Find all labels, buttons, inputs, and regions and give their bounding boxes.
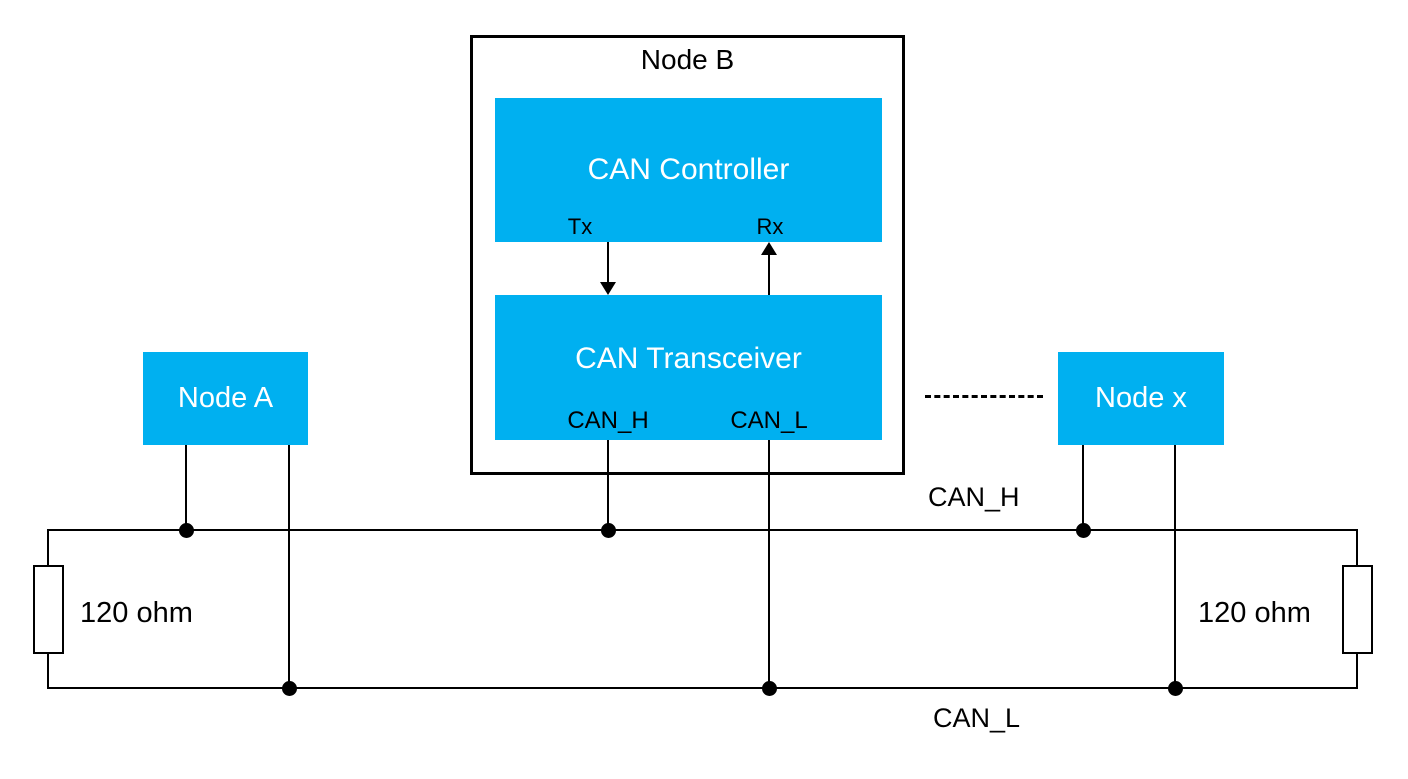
tx-arrow-down-icon — [600, 282, 616, 295]
left-terminator-label: 120 ohm — [80, 597, 193, 629]
node-x-can-h-drop-line — [1082, 445, 1084, 530]
tx-pin-label: Tx — [567, 214, 593, 239]
right-terminator-top-lead — [1356, 529, 1358, 567]
right-terminator-resistor — [1342, 565, 1373, 654]
can-l-bus-line — [48, 687, 1358, 689]
left-terminator-top-lead — [47, 529, 49, 567]
node-b-can-h-junction-dot — [601, 523, 616, 538]
can-h-pin-label: CAN_H — [567, 407, 649, 434]
left-terminator-resistor — [33, 565, 64, 654]
node-a-can-h-drop-line — [185, 445, 187, 530]
node-a-can-h-junction-dot — [179, 523, 194, 538]
node-a-can-l-drop-line — [288, 445, 290, 688]
node-x-can-h-junction-dot — [1076, 523, 1091, 538]
bus-continuation-dashed-line — [925, 395, 1043, 398]
node-x-can-l-junction-dot — [1168, 681, 1183, 696]
node-b-can-l-drop-line — [768, 440, 770, 688]
right-terminator-label: 120 ohm — [1198, 597, 1311, 629]
can-l-bus-label: CAN_L — [933, 703, 1021, 733]
can-controller-block: CAN Controller Tx Rx — [495, 98, 882, 242]
tx-signal-line — [607, 242, 609, 284]
can-h-bus-label: CAN_H — [928, 482, 1020, 512]
node-a-box: Node A — [143, 352, 308, 445]
can-h-bus-line — [48, 529, 1358, 531]
rx-pin-label: Rx — [756, 214, 784, 239]
node-a-label: Node A — [177, 382, 274, 414]
node-x-label: Node x — [1095, 382, 1187, 414]
right-terminator-bottom-lead — [1356, 652, 1358, 689]
node-b-label: Node B — [640, 44, 735, 75]
can-controller-label: CAN Controller — [587, 153, 790, 186]
rx-signal-line — [768, 253, 770, 295]
can-transceiver-label: CAN Transceiver — [575, 341, 802, 375]
can-transceiver-block: CAN Transceiver CAN_H CAN_L — [495, 295, 882, 440]
rx-arrow-up-icon — [761, 242, 777, 255]
node-b-can-h-drop-line — [607, 440, 609, 530]
node-x-box: Node x — [1058, 352, 1224, 445]
can-l-pin-label: CAN_L — [730, 407, 808, 434]
node-a-can-l-junction-dot — [282, 681, 297, 696]
node-x-can-l-drop-line — [1174, 445, 1176, 688]
left-terminator-bottom-lead — [47, 652, 49, 689]
node-b-can-l-junction-dot — [762, 681, 777, 696]
